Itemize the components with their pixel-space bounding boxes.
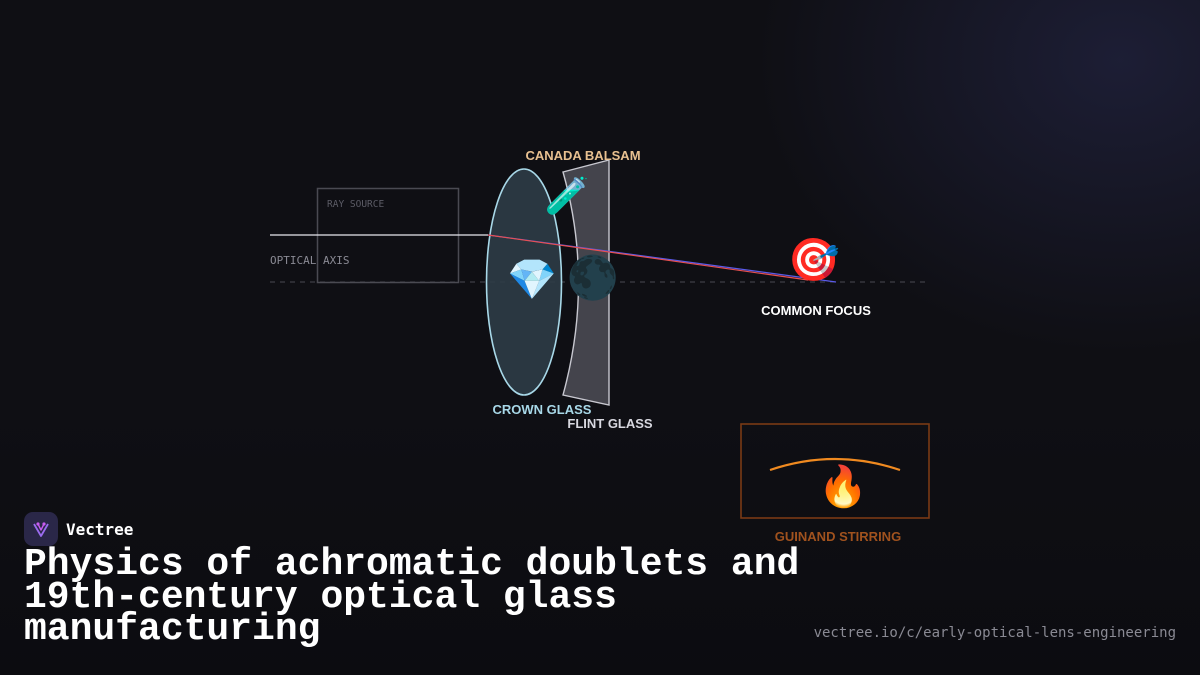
canada-balsam-label: CANADA BALSAM — [525, 148, 640, 163]
brand-name: Vectree — [66, 519, 134, 539]
optical-axis-label: OPTICAL AXIS — [270, 254, 349, 267]
ray-source-label: RAY SOURCE — [327, 199, 384, 210]
common-focus-label: COMMON FOCUS — [761, 303, 871, 318]
crown-glass-lens — [485, 168, 563, 396]
brand[interactable]: Vectree — [24, 512, 133, 546]
guinand-stirring-box — [740, 423, 930, 519]
crown-glass-label: CROWN GLASS — [493, 402, 592, 417]
page-url[interactable]: vectree.io/c/early-optical-lens-engineer… — [813, 625, 1176, 641]
common-focus-target-icon: 🎯 — [788, 236, 840, 283]
flint-glass-label: FLINT GLASS — [567, 416, 653, 431]
crown-glass-gem-icon: 💎 — [507, 258, 557, 302]
guinand-flame-icon: 🔥 — [818, 463, 868, 509]
stirring-arc — [769, 457, 901, 472]
red-ray — [487, 234, 809, 281]
page-title: Physics of achromatic doublets and 19th-… — [24, 543, 800, 651]
flint-glass-lens — [562, 159, 610, 406]
guinand-stirring-label: GUINAND STIRRING — [775, 529, 901, 544]
canada-balsam-test-tube-icon: 🧪 — [545, 175, 590, 216]
vectree-logo-icon — [24, 512, 58, 546]
flint-glass-moon-icon: 🌑 — [567, 253, 619, 302]
